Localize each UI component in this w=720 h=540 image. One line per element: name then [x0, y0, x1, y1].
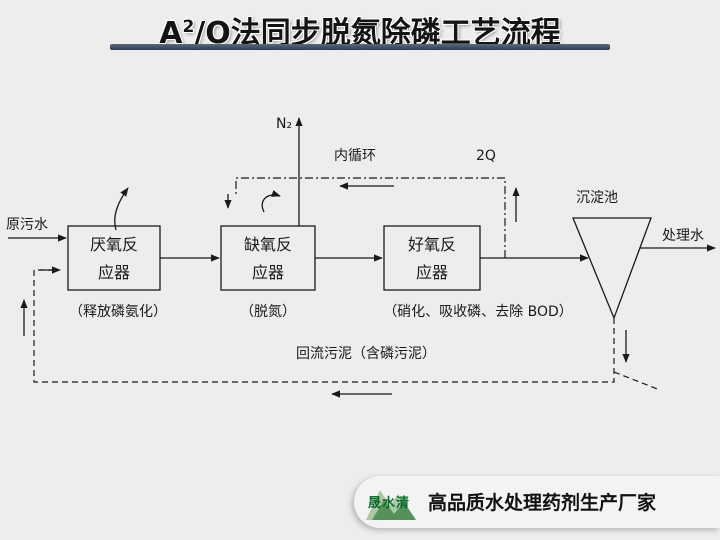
- anoxic-reactor-label-1: 缺氧反: [244, 235, 292, 254]
- return-sludge-label: 回流污泥（含磷污泥）: [296, 346, 436, 362]
- mixer-icon: [114, 187, 129, 231]
- brand-banner: 晟水清 高品质水处理药剂生产厂家: [354, 476, 720, 528]
- title-block: A2/O法同步脱氮除磷工艺流程: [110, 4, 610, 52]
- aerobic-caption: （硝化、吸收磷、去除 BOD）: [383, 304, 573, 320]
- recycle-ratio-label: 2Q: [476, 148, 496, 164]
- settling-tank-label: 沉淀池: [576, 190, 618, 206]
- return-sludge-loop: [33, 269, 615, 383]
- aerobic-reactor-label-2: 应器: [416, 263, 448, 282]
- internal-recycle-loop: [235, 177, 506, 258]
- title-underline: [110, 44, 610, 50]
- anaerobic-reactor-label-2: 应器: [98, 263, 130, 282]
- aerobic-reactor-label-1: 好氧反: [408, 235, 456, 254]
- return-sludge-branch: [613, 371, 661, 391]
- settling-tank: [572, 217, 652, 320]
- company-logo: [366, 490, 416, 520]
- anaerobic-reactor-label-1: 厌氧反: [90, 235, 138, 254]
- anoxic-reactor-label-2: 应器: [252, 263, 284, 282]
- mixer-icon: [261, 189, 281, 213]
- internal-recycle-label: 内循环: [334, 148, 376, 164]
- outflow-label: 处理水: [662, 228, 704, 244]
- brand-slogan: 高品质水处理药剂生产厂家: [428, 492, 657, 514]
- logo-text: 晟水清: [368, 496, 411, 511]
- inflow-label: 原污水: [6, 217, 48, 233]
- anaerobic-caption: （释放磷氨化）: [69, 304, 167, 320]
- n2-label: N₂: [276, 116, 292, 132]
- anoxic-caption: （脱氮）: [240, 304, 296, 320]
